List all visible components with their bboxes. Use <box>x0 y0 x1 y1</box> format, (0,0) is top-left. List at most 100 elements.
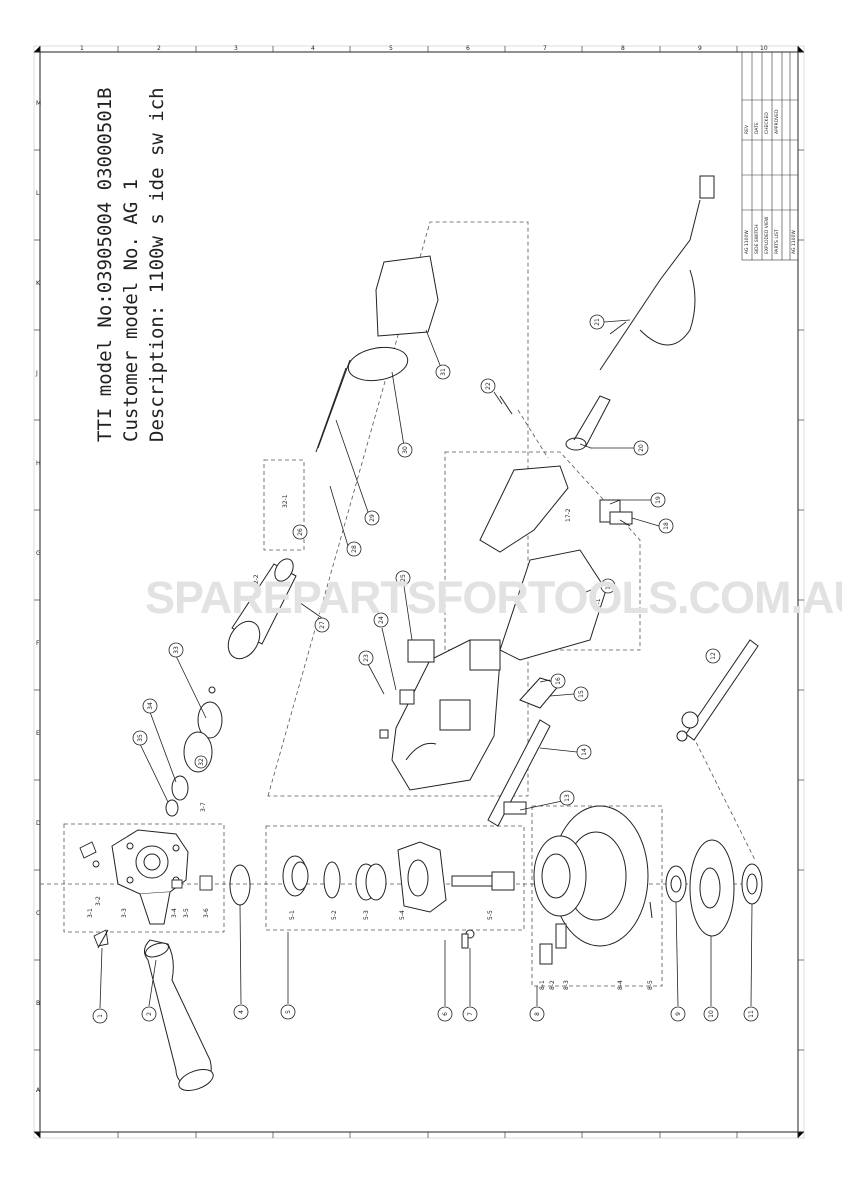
sub-label: 3-4 <box>171 908 178 918</box>
zone-num: 1 <box>80 45 84 52</box>
callout-24 <box>373 612 397 691</box>
part-bearings-front <box>165 686 223 817</box>
customer-model-line: Customer model No. AG 1 <box>120 178 142 442</box>
zone-letter: F <box>36 640 40 647</box>
corner-marks <box>34 46 804 1138</box>
callout-20 <box>579 440 649 456</box>
callout-num: 28 <box>351 545 358 553</box>
zone-letter: G <box>36 550 41 557</box>
callout-21 <box>589 314 631 335</box>
sub-label: 3-1 <box>87 908 94 918</box>
callout-num: 25 <box>400 574 407 582</box>
callout-num: 17 <box>605 582 612 590</box>
callout-34 <box>142 698 177 783</box>
zone-letter: M <box>36 100 41 107</box>
callout-num: 14 <box>581 748 588 756</box>
zone-num: 10 <box>760 45 768 52</box>
callout-num: 22 <box>485 382 492 390</box>
callout-num: 6 <box>442 1012 449 1016</box>
callout-7 <box>462 948 478 1022</box>
tb-row: CHECKED <box>764 112 770 134</box>
callout-8 <box>529 986 545 1022</box>
part-o-ring <box>229 864 251 906</box>
callout-num: 21 <box>594 318 601 326</box>
sub-label: 5-3 <box>363 910 370 920</box>
callout-num: 33 <box>173 646 180 654</box>
sub-label: 32-2 <box>253 574 260 588</box>
sub-label: 8-3 <box>563 980 570 990</box>
zone-letter: J <box>35 370 38 377</box>
part-switch-cover <box>479 465 607 661</box>
callout-29 <box>335 419 380 526</box>
outer-frame <box>33 45 805 1139</box>
part-bearing-plate <box>397 841 447 913</box>
part-gear-housing <box>111 829 189 925</box>
sub-label: 3-3 <box>121 908 128 918</box>
zone-num: 9 <box>698 45 702 52</box>
callout-num: 27 <box>319 621 326 629</box>
spindle-group-outline <box>265 825 525 931</box>
callout-11 <box>743 903 759 1022</box>
callout-1 <box>92 947 108 1024</box>
sub-label: 8-4 <box>617 980 624 990</box>
callout-10 <box>703 936 719 1022</box>
callout-12 <box>705 648 721 664</box>
callout-num: 8 <box>534 1012 541 1016</box>
sub-label: 32-1 <box>282 494 289 508</box>
callout-16 <box>539 673 566 689</box>
callout-num: 34 <box>147 702 154 710</box>
part-bevel-gear <box>282 855 387 901</box>
callout-num: 23 <box>363 654 370 662</box>
zone-num: 7 <box>543 45 547 52</box>
callout-5 <box>280 932 296 1020</box>
sub-label: 5-4 <box>399 910 406 920</box>
part-motor-housing <box>391 639 501 791</box>
callout-19 <box>609 492 666 508</box>
tb-row: APPROVED <box>774 109 780 134</box>
callout-27 <box>295 599 330 633</box>
zone-letter: B <box>36 1000 40 1007</box>
callout-28 <box>329 485 362 557</box>
tb-row: EXPLODED VIEW <box>764 216 770 254</box>
part-gear-small <box>171 875 213 891</box>
sub-label: 17-1 <box>595 598 602 612</box>
part-stator-field <box>317 255 439 449</box>
tb-row: REV <box>744 124 750 134</box>
part-spindle <box>451 871 515 949</box>
zone-num: 4 <box>311 45 315 52</box>
part-spanner-wrench <box>676 639 759 742</box>
callout-18 <box>619 517 674 534</box>
zone-num: 3 <box>234 45 238 52</box>
part-lock-button <box>79 841 109 947</box>
callout-33 <box>168 642 207 719</box>
callout-num: 15 <box>578 690 585 698</box>
callout-num: 18 <box>663 522 670 530</box>
callout-2 <box>141 959 157 1022</box>
zone-letter: H <box>36 460 41 467</box>
sub-label: 8-2 <box>549 980 556 990</box>
callout-9 <box>670 901 686 1022</box>
zone-letter: E <box>36 730 40 737</box>
tb-row: PARTS LIST <box>774 229 780 254</box>
callout-num: 31 <box>440 368 447 376</box>
tb-part-no: AG 1100W <box>791 230 797 254</box>
callout-25 <box>395 570 413 641</box>
callout-4 <box>233 904 249 1020</box>
callout-num: 13 <box>564 794 571 802</box>
callout-13 <box>519 790 575 811</box>
zone-labels: 1 2 3 4 5 6 7 8 9 10 A B C D E F G H J K… <box>35 45 768 1094</box>
callout-31 <box>425 329 451 380</box>
zone-letter: D <box>36 820 41 827</box>
callout-num: 1 <box>97 1014 104 1018</box>
sub-label: 8-5 <box>647 980 654 990</box>
gearhead-group-outline <box>63 823 225 933</box>
sub-label: 5-5 <box>487 910 494 920</box>
zone-letter: A <box>36 1087 41 1094</box>
callout-15 <box>549 686 589 702</box>
title-block-text: AG 1100W SIDE SWITCH EXPLODED VIEW PARTS… <box>744 109 797 254</box>
sub-labels: 3-1 3-2 3-3 3-4 3-5 3-6 3-7 5-1 5-2 5-3 … <box>87 494 654 990</box>
callout-num: 24 <box>378 616 385 624</box>
callout-num: 16 <box>555 677 562 685</box>
zone-ticks <box>34 46 804 1138</box>
